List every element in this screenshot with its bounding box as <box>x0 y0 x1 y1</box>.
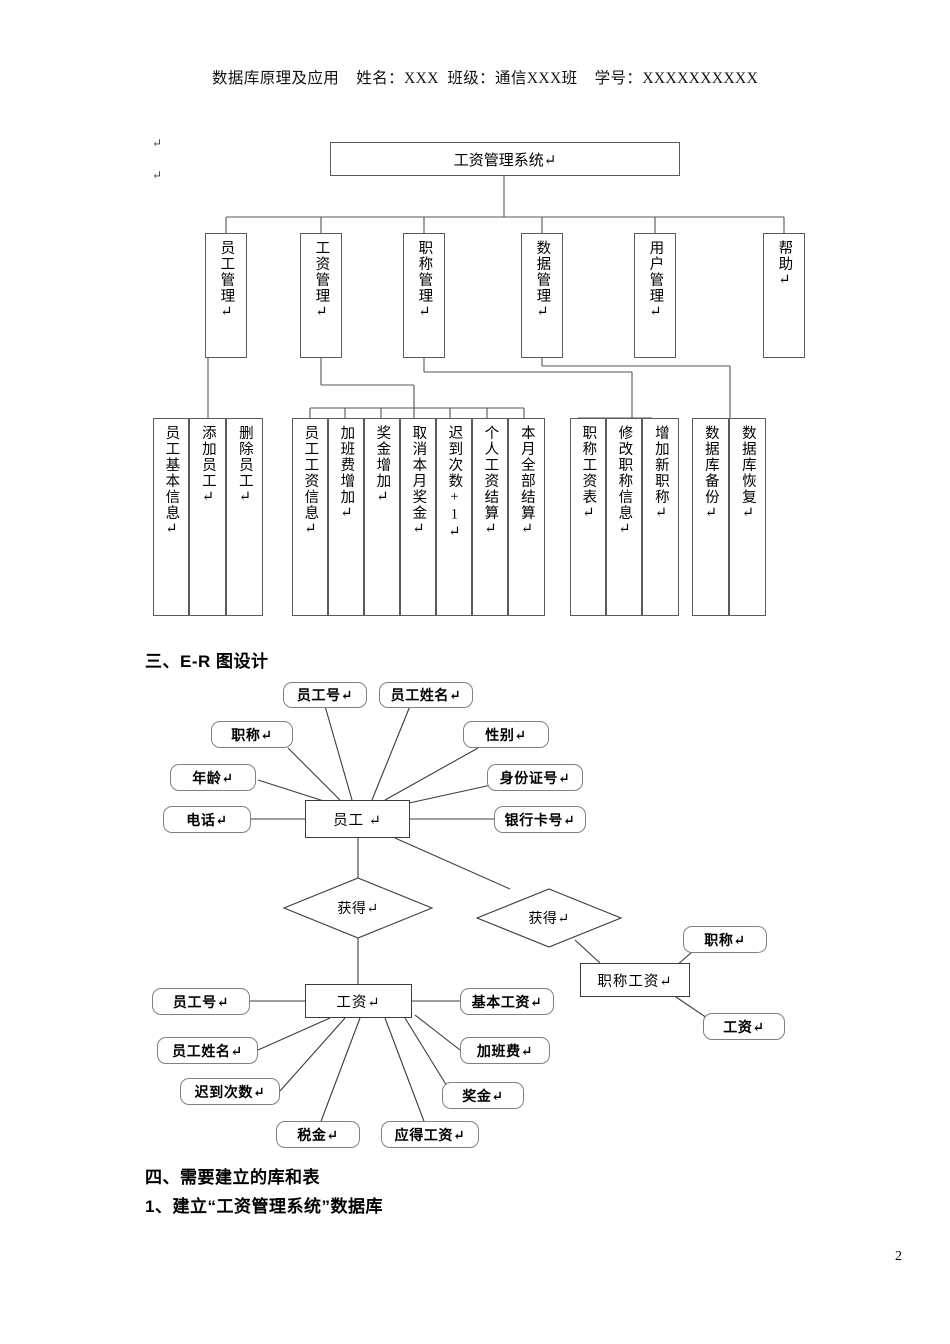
org-leaf-late-count-plus-one: 迟到次数+1↵ <box>436 418 472 616</box>
er-attr-salary-overtime: 加班费↵ <box>460 1037 550 1064</box>
org-leaf-label: 员工基本信息↵ <box>163 425 180 539</box>
er-attr-employee-id: 员工号↵ <box>283 682 367 708</box>
org-leaf-label: 数据库恢复↵ <box>739 425 756 523</box>
org-node-label: 员工管理↵ <box>218 240 235 322</box>
org-leaf-employee-salary-info: 员工工资信息↵ <box>292 418 328 616</box>
er-attr-employee-id-card: 身份证号↵ <box>487 764 583 791</box>
org-leaf-label: 取消本月奖金↵ <box>410 425 427 539</box>
org-leaf-database-restore: 数据库恢复↵ <box>729 418 766 616</box>
heading-tables-sub: 1、建立“工资管理系统”数据库 <box>145 1197 383 1216</box>
org-leaf-label: 删除员工↵ <box>236 425 253 507</box>
er-attr-employee-age: 年龄↵ <box>170 764 256 791</box>
er-attr-employee-bank-card: 银行卡号↵ <box>494 806 586 833</box>
org-leaf-database-backup: 数据库备份↵ <box>692 418 729 616</box>
er-attr-employee-title: 职称↵ <box>211 721 293 748</box>
er-attr-salary-bonus: 奖金↵ <box>442 1082 524 1109</box>
org-leaf-label: 本月全部结算↵ <box>518 425 535 539</box>
org-leaf-label: 增加新职称↵ <box>652 425 669 523</box>
org-leaf-add-employee: 添加员工↵ <box>189 418 226 616</box>
org-root-label: 工资管理系统↵ <box>453 152 557 169</box>
er-entity-label: 工资↵ <box>336 994 381 1011</box>
org-node-label: 帮助↵ <box>776 240 793 290</box>
org-leaf-label: 迟到次数+1↵ <box>446 425 463 542</box>
er-attr-employee-name: 员工姓名↵ <box>379 682 473 708</box>
org-leaf-modify-title-info: 修改职称信息↵ <box>606 418 642 616</box>
er-relationship-obtain-2: 获得↵ <box>528 912 570 927</box>
org-leaf-delete-employee: 删除员工↵ <box>226 418 263 616</box>
er-relationship-obtain-1: 获得↵ <box>337 902 379 917</box>
er-entity-label: 员工 ↵ <box>333 812 382 829</box>
org-node-data-management: 数据管理↵ <box>521 233 563 358</box>
org-leaf-label: 职称工资表↵ <box>580 425 597 523</box>
org-node-salary-management: 工资管理↵ <box>300 233 342 358</box>
org-node-employee-management: 员工管理↵ <box>205 233 247 358</box>
document-header: 数据库原理及应用 姓名：XXX 班级：通信XXX班 学号：XXXXXXXXXX <box>212 70 759 87</box>
org-node-label: 职称管理↵ <box>416 240 433 322</box>
stray-mark-1: ↵ <box>152 136 163 150</box>
org-root-box: 工资管理系统↵ <box>330 142 680 176</box>
org-leaf-month-full-settlement: 本月全部结算↵ <box>508 418 545 616</box>
org-leaf-label: 添加员工↵ <box>199 425 216 507</box>
org-leaf-employee-basic-info: 员工基本信息↵ <box>153 418 189 616</box>
er-attr-employee-phone: 电话↵ <box>163 806 251 833</box>
er-attr-salary-tax: 税金↵ <box>276 1121 360 1148</box>
er-attr-title-salary-salary: 工资↵ <box>703 1013 785 1040</box>
stray-mark-2: ↵ <box>152 168 163 182</box>
org-leaf-label: 员工工资信息↵ <box>302 425 319 539</box>
org-node-title-management: 职称管理↵ <box>403 233 445 358</box>
er-entity-title-salary: 职称工资↵ <box>580 963 690 997</box>
org-leaf-label: 加班费增加↵ <box>338 425 355 523</box>
org-leaf-label: 奖金增加↵ <box>374 425 391 507</box>
er-attr-salary-employee-name: 员工姓名↵ <box>157 1037 258 1064</box>
org-leaf-label: 数据库备份↵ <box>702 425 719 523</box>
org-node-label: 工资管理↵ <box>313 240 330 322</box>
org-leaf-label: 个人工资结算↵ <box>482 425 499 539</box>
er-attr-title-salary-title: 职称↵ <box>683 926 767 953</box>
org-leaf-label: 修改职称信息↵ <box>616 425 633 539</box>
er-attr-salary-base: 基本工资↵ <box>460 988 554 1015</box>
org-node-help: 帮助↵ <box>763 233 805 358</box>
org-leaf-personal-salary-settlement: 个人工资结算↵ <box>472 418 508 616</box>
org-leaf-add-new-title: 增加新职称↵ <box>642 418 679 616</box>
er-attr-salary-payable: 应得工资↵ <box>381 1121 479 1148</box>
org-node-user-management: 用户管理↵ <box>634 233 676 358</box>
heading-tables: 四、需要建立的库和表 <box>145 1168 320 1187</box>
org-leaf-overtime-pay-increase: 加班费增加↵ <box>328 418 364 616</box>
er-attr-salary-late-count: 迟到次数↵ <box>180 1078 280 1105</box>
org-leaf-cancel-month-bonus: 取消本月奖金↵ <box>400 418 436 616</box>
er-entity-label: 职称工资↵ <box>597 973 673 990</box>
org-node-label: 数据管理↵ <box>534 240 551 322</box>
heading-er-design: 三、E-R 图设计 <box>145 652 269 671</box>
org-node-label: 用户管理↵ <box>647 240 664 322</box>
org-leaf-bonus-increase: 奖金增加↵ <box>364 418 400 616</box>
er-entity-employee: 员工 ↵ <box>305 800 410 838</box>
er-entity-salary: 工资↵ <box>305 984 412 1018</box>
er-attr-employee-gender: 性别↵ <box>463 721 549 748</box>
org-leaf-title-salary-table: 职称工资表↵ <box>570 418 606 616</box>
er-attr-salary-employee-id: 员工号↵ <box>152 988 250 1015</box>
page-number: 2 <box>895 1249 902 1264</box>
